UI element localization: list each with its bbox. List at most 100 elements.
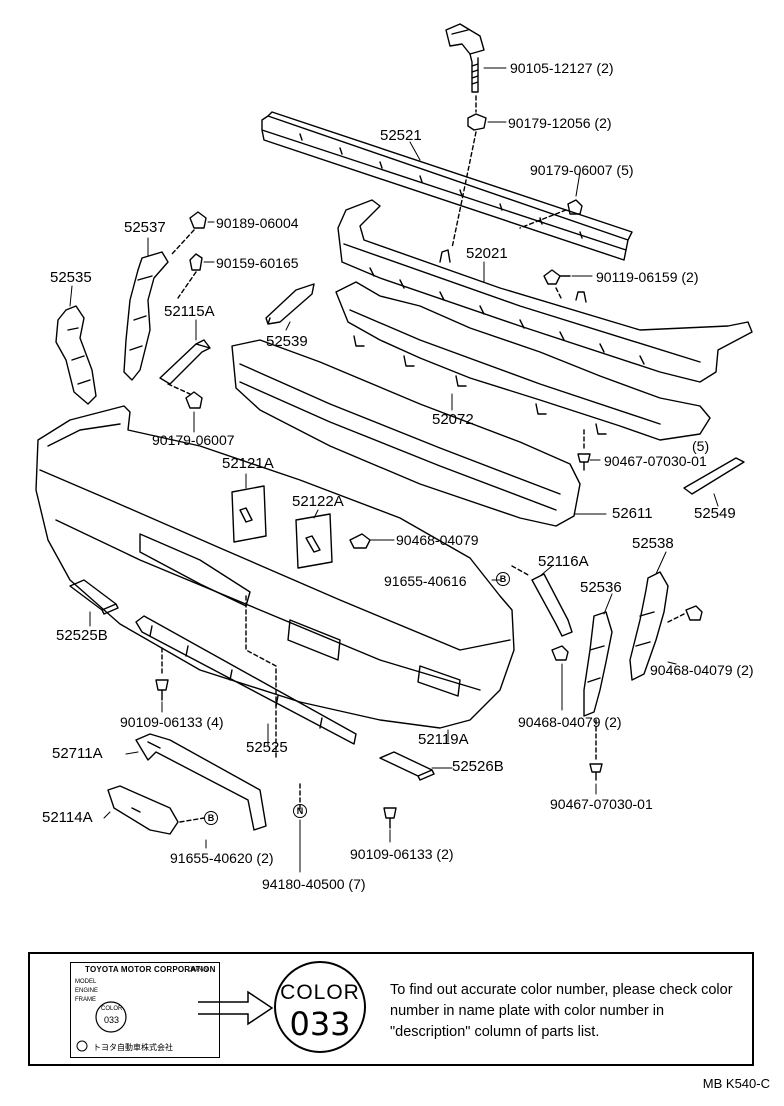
part-label: 52536 <box>580 579 622 596</box>
leader-dashed <box>171 229 197 299</box>
plate-color: 033 <box>104 1015 120 1025</box>
leader-dashed <box>667 613 685 623</box>
nut-90189 <box>189 211 207 229</box>
spacer-52525B <box>69 579 119 615</box>
leader-lines <box>69 67 719 873</box>
part-label: 52525 <box>246 739 288 756</box>
reinforcement-52525 <box>135 615 357 745</box>
bracket-52535 <box>55 305 97 405</box>
part-label: 52119A <box>418 731 469 748</box>
part-label: 52611 <box>612 505 653 522</box>
color-code-circle: COLOR 033 <box>274 961 366 1053</box>
reinforcement-52521 <box>261 111 633 261</box>
bolt-90159 <box>189 253 203 271</box>
leader-dashed <box>179 817 205 823</box>
part-label: 90119-06159 (2) <box>596 269 699 285</box>
color-note-box: TOYOTA MOTOR CORPORATION JAPAN MODEL ENG… <box>28 952 754 1066</box>
bracket-52537 <box>123 251 169 381</box>
bracket-52536 <box>583 611 613 717</box>
part-label: 90109-06133 (4) <box>120 714 224 730</box>
part-label: 52072 <box>432 411 474 428</box>
clip-90468c <box>551 645 569 661</box>
plate-line: ENGINE <box>75 988 99 994</box>
part-label: 90189-06004 <box>216 215 299 231</box>
bolt-90119 <box>543 269 571 285</box>
part-label: 90179-06007 (5) <box>530 162 634 178</box>
retainer-52021 <box>337 199 753 383</box>
part-label: 90179-06007 <box>152 432 235 448</box>
part-label: 52115A <box>164 303 215 320</box>
color-word: COLOR <box>280 981 360 1004</box>
clip-90468b <box>685 605 703 621</box>
bolt-90109b <box>383 807 397 829</box>
marker-n: N <box>293 804 307 818</box>
part-label: 52711A <box>52 745 103 762</box>
part-label: 52525B <box>56 627 108 644</box>
marker-b: B <box>496 572 510 586</box>
bracket-52114A <box>107 785 179 835</box>
bumper-cover-52119A <box>35 405 515 729</box>
part-label: 90109-06133 (2) <box>350 846 454 862</box>
leader-dashed <box>167 383 191 395</box>
leader-dashed <box>555 287 563 301</box>
clip-90468a <box>349 533 371 549</box>
support-52072 <box>335 281 711 441</box>
color-number: 033 <box>289 1005 351 1043</box>
plate-sub: JAPAN <box>189 967 208 973</box>
name-plate: TOYOTA MOTOR CORPORATION JAPAN MODEL ENG… <box>70 962 220 1058</box>
part-label: 90468-04079 (2) <box>518 714 622 730</box>
part-label: 52521 <box>380 127 422 144</box>
rivet-90467 <box>577 453 591 471</box>
part-label: 91655-40620 (2) <box>170 850 274 866</box>
plate-52549 <box>683 457 745 495</box>
part-label: 52538 <box>632 535 674 552</box>
clip-part <box>567 199 583 215</box>
part-label: 90159-60165 <box>216 255 299 271</box>
part-label: 90467-07030-01 <box>550 796 653 812</box>
diagram-code: MB K540-C <box>702 1076 770 1091</box>
nut-90179c <box>185 391 203 409</box>
part-label: 90468-04079 <box>396 532 479 548</box>
leader-dashed <box>161 595 301 811</box>
leader-dashed <box>519 209 567 229</box>
leader-dashed <box>451 95 477 249</box>
part-label: 91655-40616 <box>384 573 467 589</box>
plate-maker: トヨタ自動車株式会社 <box>93 1043 173 1052</box>
part-label: 52535 <box>50 269 92 286</box>
plate-line: FRAME <box>75 997 96 1003</box>
part-label: 52021 <box>466 245 508 262</box>
plate-line: COLOR <box>101 1006 123 1012</box>
plate-line: MODEL <box>75 979 97 985</box>
part-label: 90467-07030-01 <box>604 453 707 469</box>
nut-90179 <box>467 113 487 131</box>
part-label: (5) <box>692 438 710 454</box>
part-label: 52539 <box>266 333 308 350</box>
plate-title: TOYOTA MOTOR CORPORATION <box>85 965 216 974</box>
part-label: 90179-12056 (2) <box>508 115 612 131</box>
part-label: 52526B <box>452 758 504 775</box>
part-label: 52116A <box>538 553 589 570</box>
leader-dashed <box>511 565 531 577</box>
part-label: 52549 <box>694 505 736 522</box>
color-instruction-text: To find out accurate color number, pleas… <box>390 982 733 1040</box>
part-label: 94180-40500 (7) <box>262 876 366 892</box>
spacer-52526B <box>379 751 435 781</box>
spacer-52539 <box>265 283 315 325</box>
plate-logo-icon <box>76 1040 88 1052</box>
rivet-90467b <box>589 763 603 781</box>
part-label: 52114A <box>42 809 93 826</box>
bracket-52121A <box>231 485 267 543</box>
part-label: 52122A <box>292 493 344 510</box>
part-label: 52537 <box>124 219 166 236</box>
stay-52116A <box>531 573 573 637</box>
part-label: 52121A <box>222 455 274 472</box>
arrow-icon <box>198 990 274 1026</box>
marker-b: B <box>204 811 218 825</box>
bracket-52122A <box>295 513 333 569</box>
plate-circle-icon <box>95 1001 127 1033</box>
part-label: 90105-12127 (2) <box>510 60 614 76</box>
absorber-52611 <box>231 339 581 527</box>
bracket-52538 <box>629 571 669 681</box>
part-label: 90468-04079 (2) <box>650 662 754 678</box>
